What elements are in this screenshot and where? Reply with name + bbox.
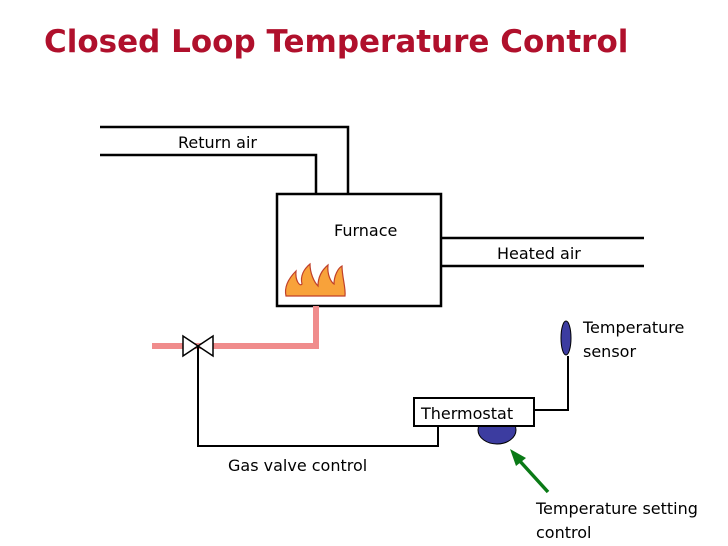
thermostat-box	[413, 397, 535, 427]
sensor-wire	[534, 356, 569, 411]
flame-shape	[284, 262, 346, 297]
return-air-label: Return air	[178, 133, 257, 152]
return-air-duct-inner-wall	[100, 153, 318, 194]
temperature-setting-control-label-line2: control	[536, 523, 591, 542]
thermostat-label: Thermostat	[420, 404, 513, 423]
arrow-shaft	[516, 457, 550, 494]
arrow-icon	[510, 449, 550, 494]
temperature-sensor-icon	[560, 320, 572, 356]
return-air-duct	[100, 125, 350, 194]
gas-supply-pipe	[152, 306, 319, 349]
temperature-setting-control-label-line1: Temperature setting	[535, 499, 698, 518]
furnace-label: Furnace	[334, 221, 397, 240]
gas-valve-right-half	[196, 334, 214, 358]
heated-air-duct	[441, 236, 644, 268]
flame-icon	[284, 262, 346, 297]
gas-valve-control-label: Gas valve control	[228, 456, 367, 475]
page-title: Closed Loop Temperature Control	[44, 24, 629, 60]
temperature-sensor-label-line1: Temperature	[582, 318, 684, 337]
gas-valve-icon	[182, 334, 214, 358]
return-air-duct-outer-wall	[100, 125, 350, 194]
heated-air-label: Heated air	[497, 244, 581, 263]
gas-valve-control-line	[197, 346, 439, 447]
gas-valve-left-half	[182, 334, 200, 358]
temperature-sensor-label-line2: sensor	[583, 342, 636, 361]
arrow-head	[510, 449, 526, 466]
